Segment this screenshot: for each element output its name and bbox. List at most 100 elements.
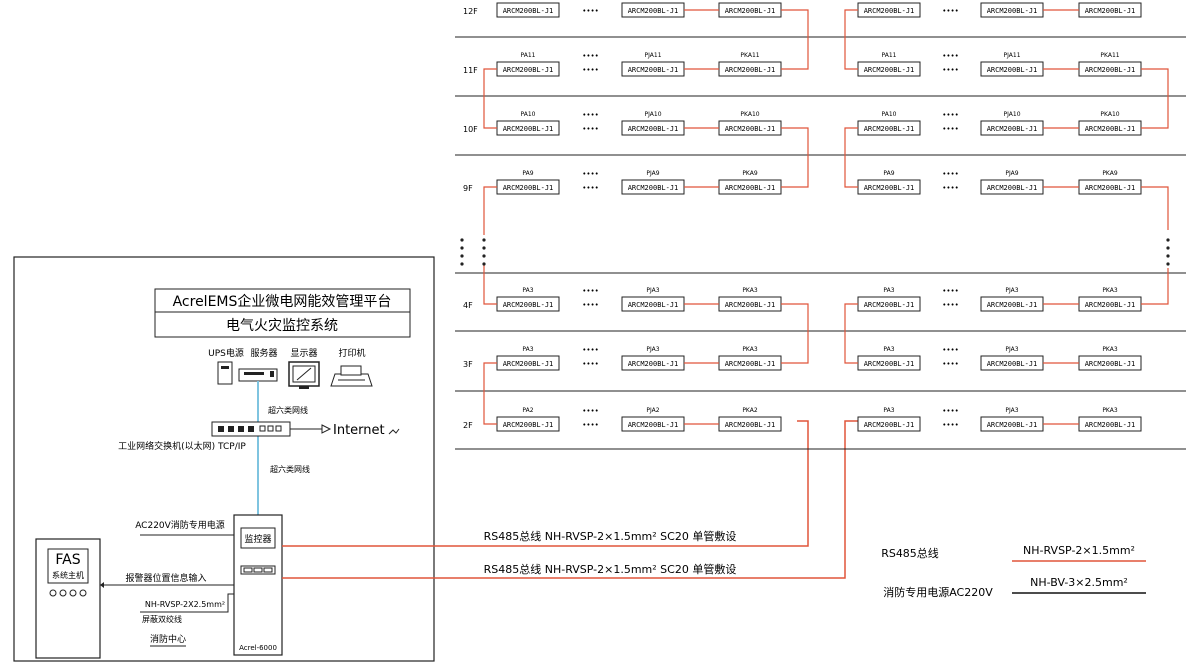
monitor-label: 显示器 bbox=[290, 348, 317, 359]
device-tag: PA3 bbox=[522, 287, 533, 294]
device-model: ARCM200BL-J1 bbox=[987, 66, 1038, 74]
device-model: ARCM200BL-J1 bbox=[1085, 125, 1136, 133]
device-model: ARCM200BL-J1 bbox=[628, 7, 679, 15]
device-model: ARCM200BL-J1 bbox=[987, 7, 1038, 15]
device-model: ARCM200BL-J1 bbox=[1085, 421, 1136, 429]
device-tag: PKA11 bbox=[740, 52, 759, 59]
device-tag: PJA3 bbox=[1005, 346, 1018, 353]
device-ellipsis: •••• bbox=[942, 66, 959, 74]
device-tag: PA3 bbox=[883, 287, 894, 294]
device-tag: PA9 bbox=[883, 170, 894, 177]
device-ellipsis: •••• bbox=[582, 52, 599, 60]
riser-left-4 bbox=[483, 265, 497, 305]
ellipsis-dot bbox=[482, 262, 486, 266]
device-ellipsis: •••• bbox=[942, 184, 959, 192]
device-model: ARCM200BL-J1 bbox=[1085, 7, 1136, 15]
device-ellipsis: •••• bbox=[942, 287, 959, 295]
bus-line-label-1: RS485总线 NH-RVSP-2×1.5mm² SC20 单管敷设 bbox=[484, 529, 737, 543]
device-ellipsis: •••• bbox=[942, 111, 959, 119]
device-model: ARCM200BL-J1 bbox=[1085, 301, 1136, 309]
device-tag: PJA3 bbox=[1005, 287, 1018, 294]
device-tag: PA10 bbox=[882, 111, 897, 118]
device-model: ARCM200BL-J1 bbox=[725, 184, 776, 192]
device-model: ARCM200BL-J1 bbox=[725, 66, 776, 74]
device-tag: PJA3 bbox=[646, 346, 659, 353]
ellipsis-dot bbox=[482, 254, 486, 258]
riser-mid-12-11 bbox=[781, 9, 809, 70]
device-tag: PA11 bbox=[882, 52, 897, 59]
ups-icon bbox=[217, 361, 233, 385]
device-ellipsis: •••• bbox=[942, 346, 959, 354]
device-tag: PKA3 bbox=[1102, 407, 1118, 414]
riser-rmid-4-3 bbox=[844, 303, 858, 364]
device-tag: PJA10 bbox=[1003, 111, 1020, 118]
ups-label: UPS电源 bbox=[208, 347, 244, 359]
device-model: ARCM200BL-J1 bbox=[864, 421, 915, 429]
device-ellipsis: •••• bbox=[582, 407, 599, 415]
fas-subtitle: 系统主机 bbox=[52, 570, 84, 580]
monitoring-host-model: Acrel-6000 bbox=[239, 644, 277, 652]
device-model: ARCM200BL-J1 bbox=[987, 360, 1038, 368]
riser-right-4 bbox=[1141, 268, 1169, 305]
device-model: ARCM200BL-J1 bbox=[1085, 66, 1136, 74]
fas-title: FAS bbox=[55, 552, 80, 568]
fas-alarm-label: 报警器位置信息输入 bbox=[125, 572, 206, 584]
ellipsis-dot bbox=[460, 238, 464, 242]
network-switch bbox=[211, 421, 291, 437]
device-ellipsis: •••• bbox=[942, 52, 959, 60]
device-model: ARCM200BL-J1 bbox=[987, 301, 1038, 309]
device-model: ARCM200BL-J1 bbox=[864, 184, 915, 192]
device-ellipsis: •••• bbox=[582, 346, 599, 354]
legend-power-spec: NH-BV-3×2.5mm² bbox=[1030, 576, 1128, 589]
device-model: ARCM200BL-J1 bbox=[1085, 360, 1136, 368]
device-tag: PJA10 bbox=[644, 111, 661, 118]
riser-rmid-10-9 bbox=[844, 127, 858, 188]
device-model: ARCM200BL-J1 bbox=[503, 421, 554, 429]
device-ellipsis: •••• bbox=[942, 421, 959, 429]
riser-left-3-2 bbox=[483, 362, 497, 425]
riser-right-9 bbox=[1141, 186, 1169, 230]
device-model: ARCM200BL-J1 bbox=[725, 125, 776, 133]
device-tag: PJA11 bbox=[644, 52, 661, 59]
device-ellipsis: •••• bbox=[582, 184, 599, 192]
power-label: AC220V消防专用电源 bbox=[135, 519, 225, 531]
device-ellipsis: •••• bbox=[582, 66, 599, 74]
device-tag: PKA9 bbox=[742, 170, 758, 177]
fas-cable-desc: 屏蔽双绞线 bbox=[142, 614, 182, 624]
ellipsis-dot bbox=[482, 238, 486, 242]
device-model: ARCM200BL-J1 bbox=[503, 184, 554, 192]
printer-label: 打印机 bbox=[338, 347, 365, 359]
device-model: ARCM200BL-J1 bbox=[503, 7, 554, 15]
ellipsis-dot bbox=[1166, 254, 1170, 258]
device-model: ARCM200BL-J1 bbox=[628, 125, 679, 133]
device-model: ARCM200BL-J1 bbox=[725, 7, 776, 15]
platform-title: AcrelEMS企业微电网能效管理平台 bbox=[173, 293, 392, 310]
device-model: ARCM200BL-J1 bbox=[503, 301, 554, 309]
fas-cable-line bbox=[140, 593, 234, 613]
device-ellipsis: •••• bbox=[582, 125, 599, 133]
ellipsis-dot bbox=[460, 246, 464, 250]
device-model: ARCM200BL-J1 bbox=[864, 125, 915, 133]
device-tag: PA3 bbox=[883, 407, 894, 414]
monitoring-host bbox=[233, 514, 283, 656]
fas-alarm-arrow bbox=[100, 582, 104, 588]
device-tag: PKA2 bbox=[742, 407, 758, 414]
platform-subtitle: 电气火灾监控系统 bbox=[226, 317, 338, 334]
fas-cable-label: NH-RVSP-2X2.5mm² bbox=[145, 600, 225, 609]
printer-icon bbox=[330, 365, 373, 387]
monitor-icon bbox=[288, 361, 320, 389]
fas-location: 消防中心 bbox=[150, 633, 186, 645]
device-tag: PKA3 bbox=[1102, 346, 1118, 353]
riser-rmid-12-11 bbox=[844, 9, 858, 70]
device-ellipsis: •••• bbox=[582, 170, 599, 178]
device-model: ARCM200BL-J1 bbox=[628, 421, 679, 429]
device-tag: PKA3 bbox=[742, 287, 758, 294]
device-ellipsis: •••• bbox=[942, 125, 959, 133]
floor-label: 4F bbox=[463, 301, 473, 310]
device-ellipsis: •••• bbox=[942, 360, 959, 368]
device-tag: PJA9 bbox=[1005, 170, 1018, 177]
device-model: ARCM200BL-J1 bbox=[725, 421, 776, 429]
rs485-trunk-right bbox=[282, 420, 858, 579]
device-ellipsis: •••• bbox=[942, 7, 959, 15]
